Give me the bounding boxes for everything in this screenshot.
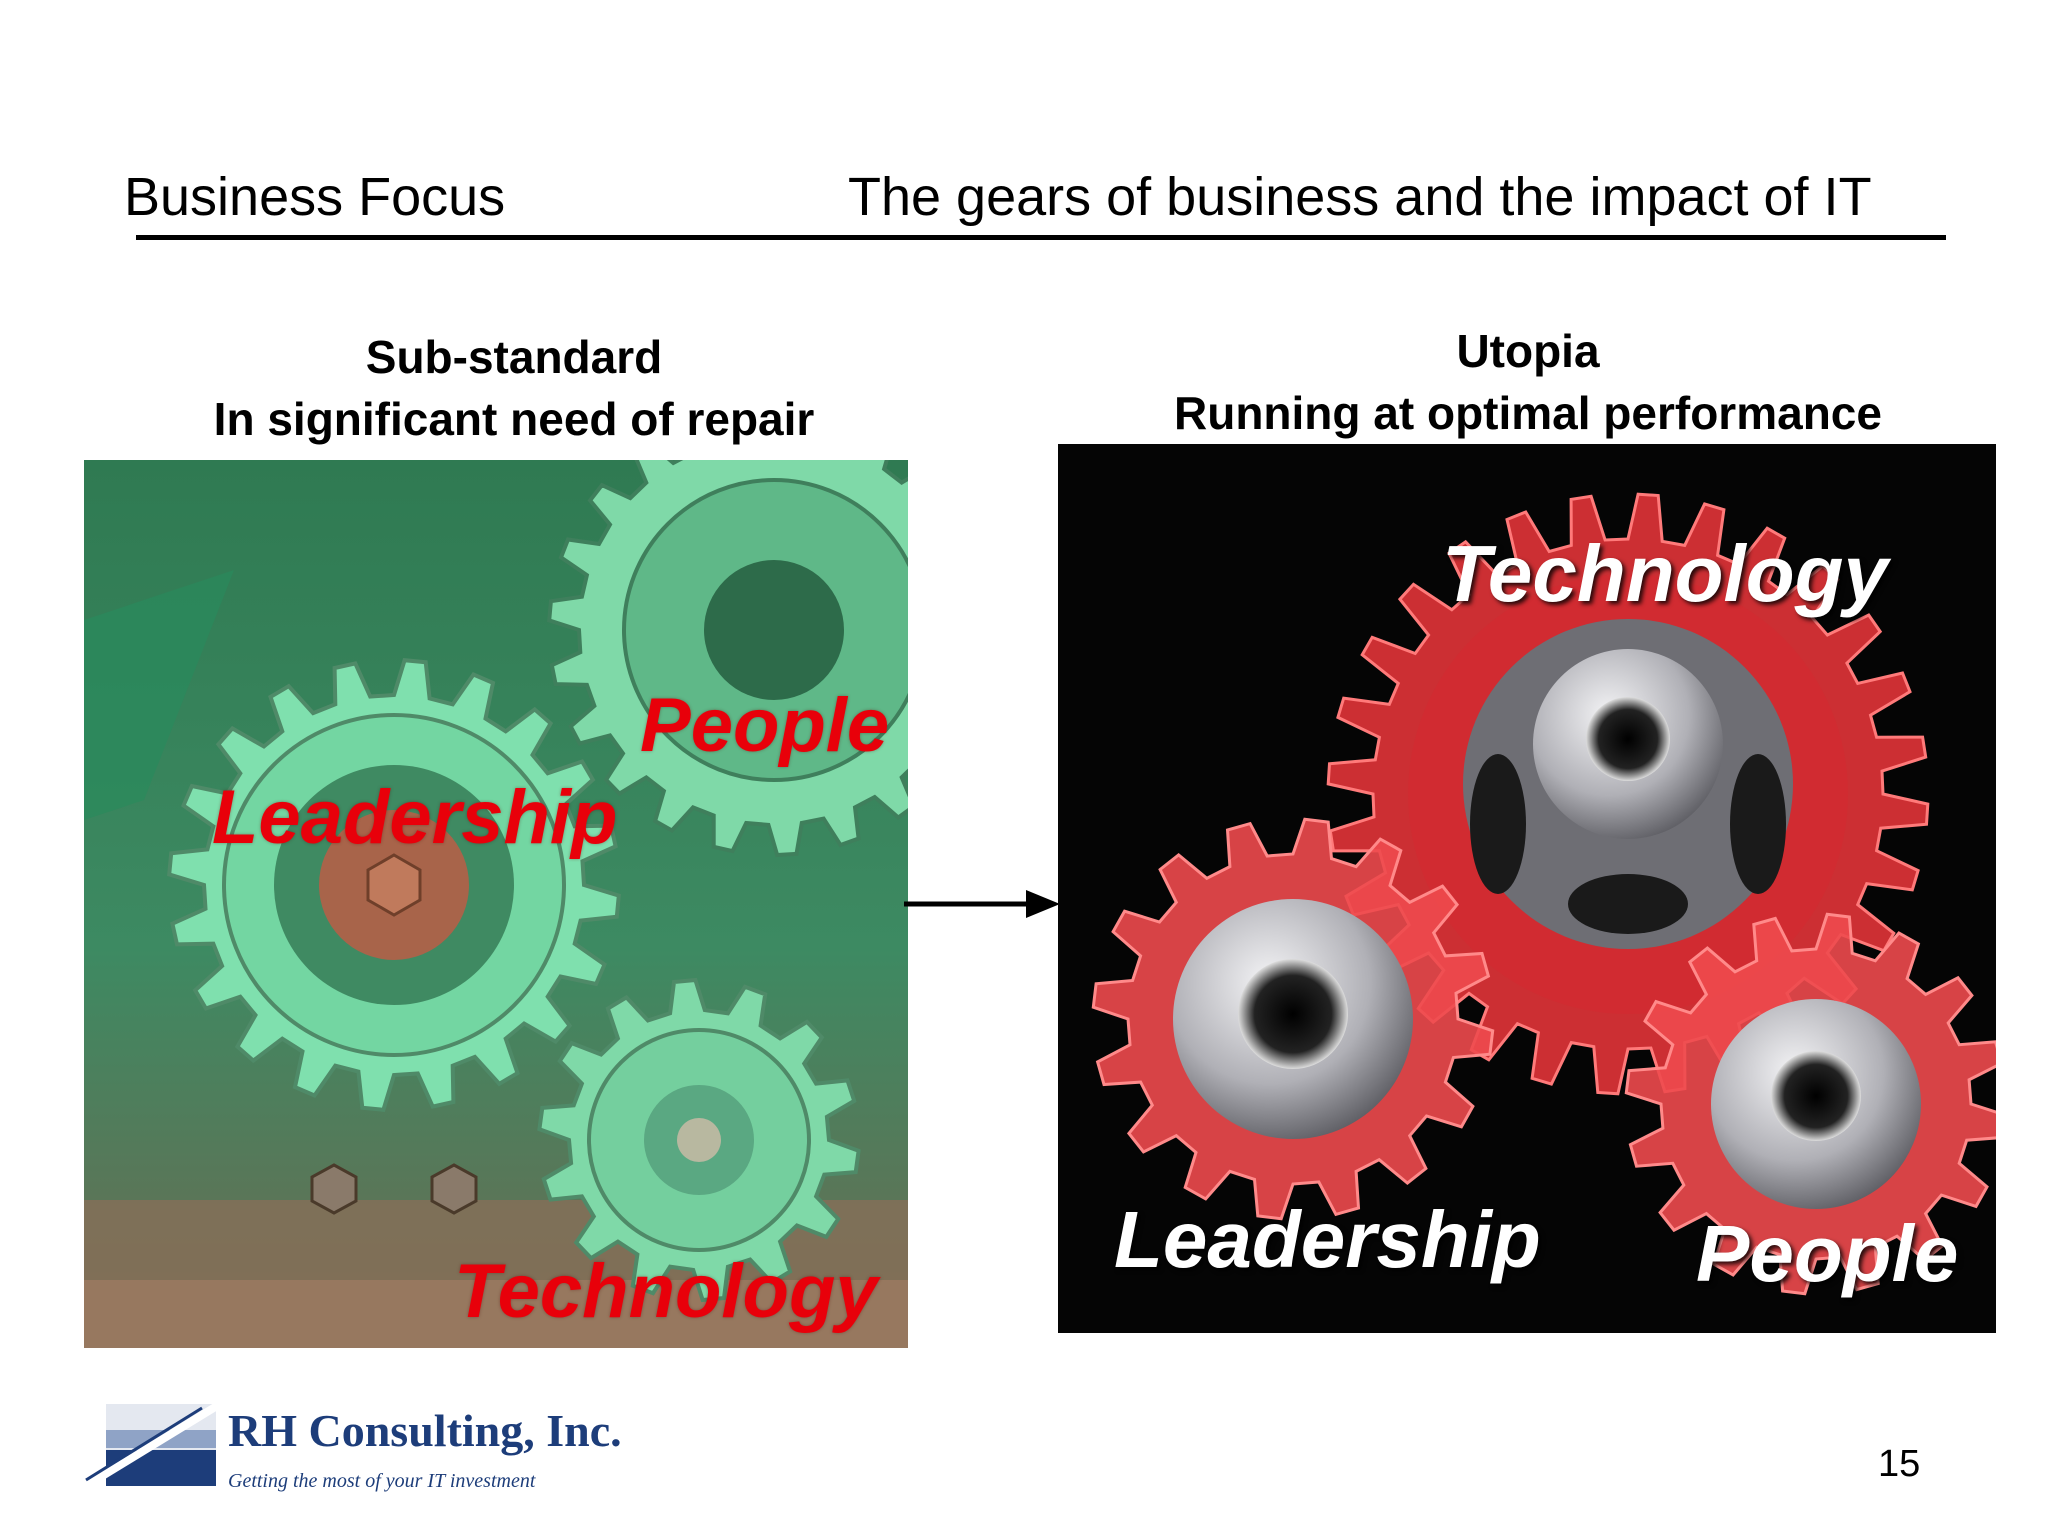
left-label-leadership: Leadership (212, 775, 618, 860)
left-label-technology: Technology (454, 1249, 878, 1334)
left-caption-line2: In significant need of repair (213, 393, 815, 445)
right-caption-line1: Utopia (1456, 325, 1600, 377)
gear-technology-icon (537, 977, 861, 1303)
red-gear-leadership-icon (1091, 817, 1495, 1221)
section-title: Business Focus (124, 167, 506, 227)
arrow-right-icon (904, 890, 1060, 918)
rusty-gears-image: People Leadership Technology (84, 460, 908, 1348)
right-label-technology: Technology (1442, 529, 1888, 618)
red-gear-people-icon (1624, 912, 1996, 1296)
slide-title: The gears of business and the impact of … (848, 167, 1872, 227)
left-label-people: People (640, 683, 890, 768)
rh-consulting-logo (83, 1400, 223, 1490)
rusty-gears-illustration (84, 460, 908, 1348)
right-label-people: People (1696, 1209, 1959, 1298)
right-label-leadership: Leadership (1114, 1195, 1541, 1284)
gear-people-icon (547, 460, 908, 858)
company-name: RH Consulting, Inc. (228, 1405, 622, 1456)
page-number: 15 (1878, 1443, 1921, 1485)
left-caption-line1: Sub-standard (365, 331, 663, 383)
left-caption: Sub-standard In significant need of repa… (84, 326, 944, 450)
company-tagline: Getting the most of your IT investment (228, 1470, 536, 1492)
header-divider (136, 235, 1946, 240)
nut-bolt-icons (310, 1163, 478, 1215)
company-logo: RH Consulting, Inc. Getting the most of … (83, 1400, 624, 1500)
optimal-gears-image: Technology Leadership People (1058, 444, 1996, 1333)
right-caption: Utopia Running at optimal performance (1058, 320, 1998, 444)
optimal-gears-illustration (1058, 444, 1996, 1333)
right-caption-line2: Running at optimal performance (1174, 387, 1882, 439)
gear-leadership-icon (167, 658, 621, 1112)
